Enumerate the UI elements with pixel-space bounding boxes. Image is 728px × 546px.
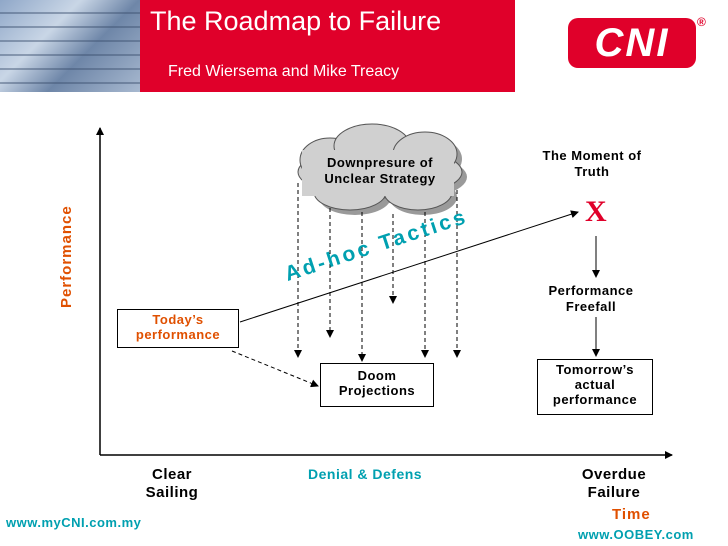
x-axis-label: Time (612, 506, 651, 523)
stage1-line2: Sailing (145, 484, 199, 501)
tomorrow-line2: actual (574, 377, 616, 392)
moment-line2: Truth (574, 164, 610, 179)
doom-line2: Projections (338, 383, 416, 398)
strategy-cloud-body (297, 123, 463, 211)
today-line2: performance (135, 327, 221, 342)
cni-logo: CNI (568, 18, 696, 68)
doom-projections-box: Doom Projections (320, 363, 434, 407)
footer-link-oobey[interactable]: www.OOBEY.com (578, 527, 694, 542)
building-photo (0, 0, 140, 92)
stage-clear-sailing: Clear Sailing (124, 466, 220, 502)
stage1-line1: Clear (151, 466, 193, 483)
y-axis-label: Performance (58, 205, 75, 308)
moment-line1: The Moment of (542, 148, 642, 163)
stage3-line2: Failure (587, 484, 641, 501)
stage3-line1: Overdue (581, 466, 647, 483)
tomorrow-line3: performance (552, 392, 638, 407)
registered-mark: ® (697, 15, 706, 29)
moment-of-truth-label: The Moment of Truth (526, 148, 658, 180)
slide-subtitle: Fred Wiersema and Mike Treacy (168, 63, 400, 80)
freefall-line2: Freefall (565, 299, 617, 314)
today-line1: Today’s (152, 312, 204, 327)
cloud-label-line1: Downpresure of (327, 155, 433, 170)
performance-trend-arrow (239, 210, 579, 323)
doom-line1: Doom (357, 368, 397, 383)
title-band (140, 0, 515, 92)
stage-overdue-failure: Overdue Failure (564, 466, 664, 502)
tomorrow-performance-box: Tomorrow’s actual performance (537, 359, 653, 415)
today-performance-box: Today’s performance (117, 309, 239, 348)
tomorrow-line1: Tomorrow’s (556, 362, 634, 377)
slide-title: The Roadmap to Failure (150, 6, 442, 36)
performance-freefall-label: Performance Freefall (530, 283, 652, 315)
cloud-label-line2: Unclear Strategy (324, 171, 436, 186)
slide-header: The Roadmap to Failure Fred Wiersema and… (0, 0, 728, 92)
footer-link-mycni[interactable]: www.myCNI.com.my (6, 515, 142, 530)
stage-denial-defense: Denial & Defens (308, 466, 423, 482)
freefall-line1: Performance (548, 283, 634, 298)
doom-projection-arrow (231, 350, 319, 388)
cloud-label: Downpresure of Unclear Strategy (306, 155, 454, 187)
failure-x-mark: X (585, 195, 607, 228)
